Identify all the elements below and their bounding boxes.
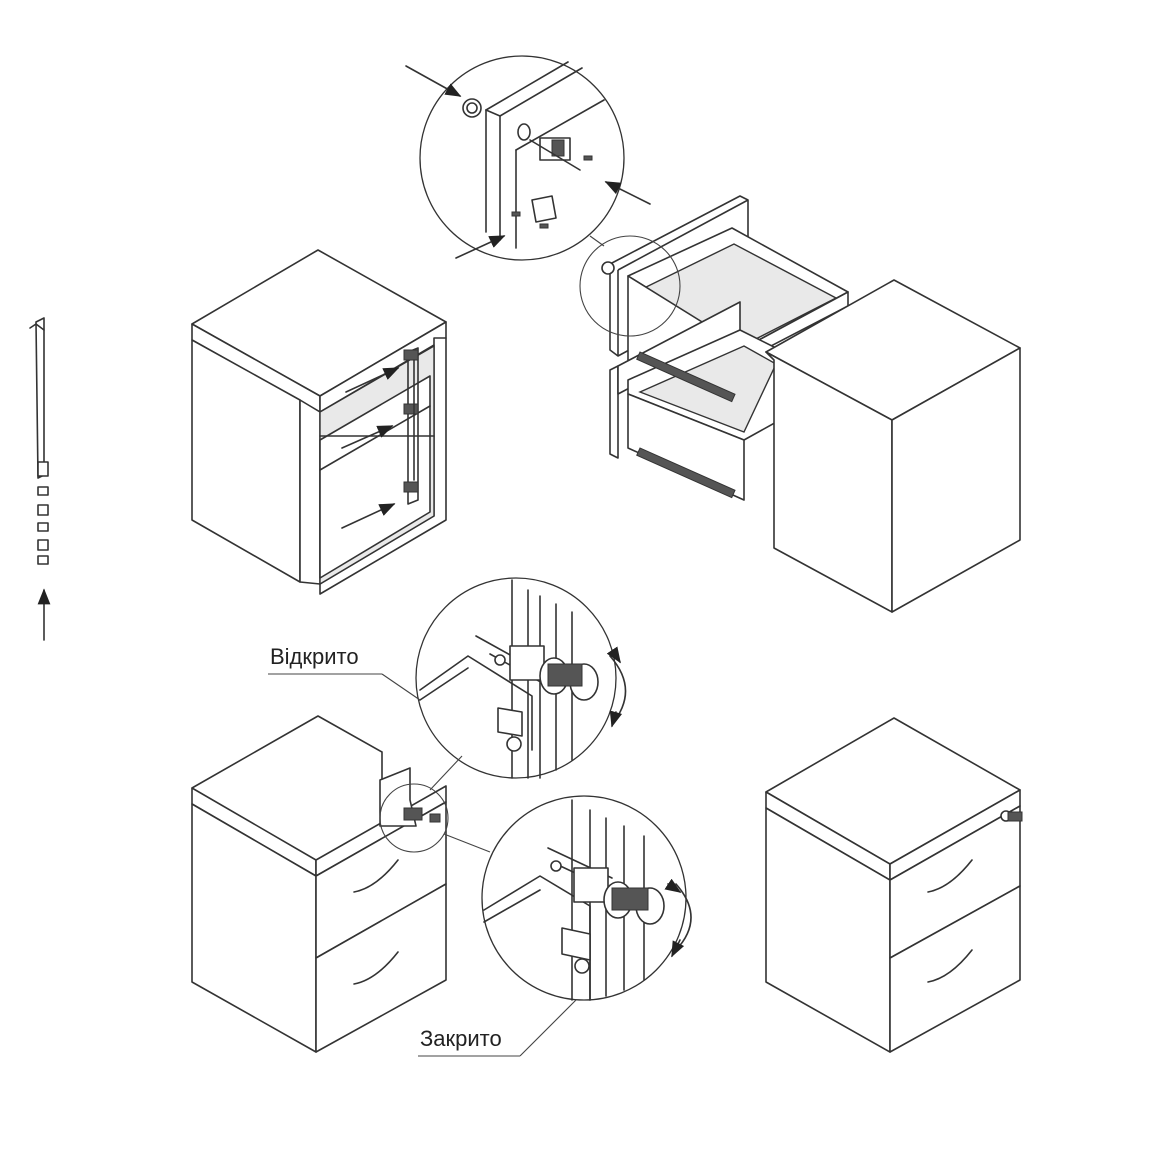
cabinet-open-carcass [191, 249, 447, 595]
label-open: Відкрито [268, 644, 421, 701]
cabinet-closed-box [765, 279, 1021, 613]
connector-closed [443, 833, 491, 853]
zoom-source-circle [579, 235, 681, 337]
label-closed: Закрито [418, 999, 577, 1057]
cabinet-assembled-left [191, 715, 449, 1053]
lock-rod-parts [29, 317, 49, 565]
lock-open-zoom [415, 577, 627, 779]
cabinet-finished-right [765, 717, 1023, 1053]
lock-mount-zoom [405, 55, 651, 261]
label-open-text: Відкрито [270, 644, 359, 669]
runner-rails [403, 347, 419, 505]
connector-open [429, 755, 463, 791]
lock-hole [601, 261, 615, 275]
label-closed-text: Закрито [420, 1026, 502, 1051]
lock-closed-zoom [481, 795, 692, 1001]
